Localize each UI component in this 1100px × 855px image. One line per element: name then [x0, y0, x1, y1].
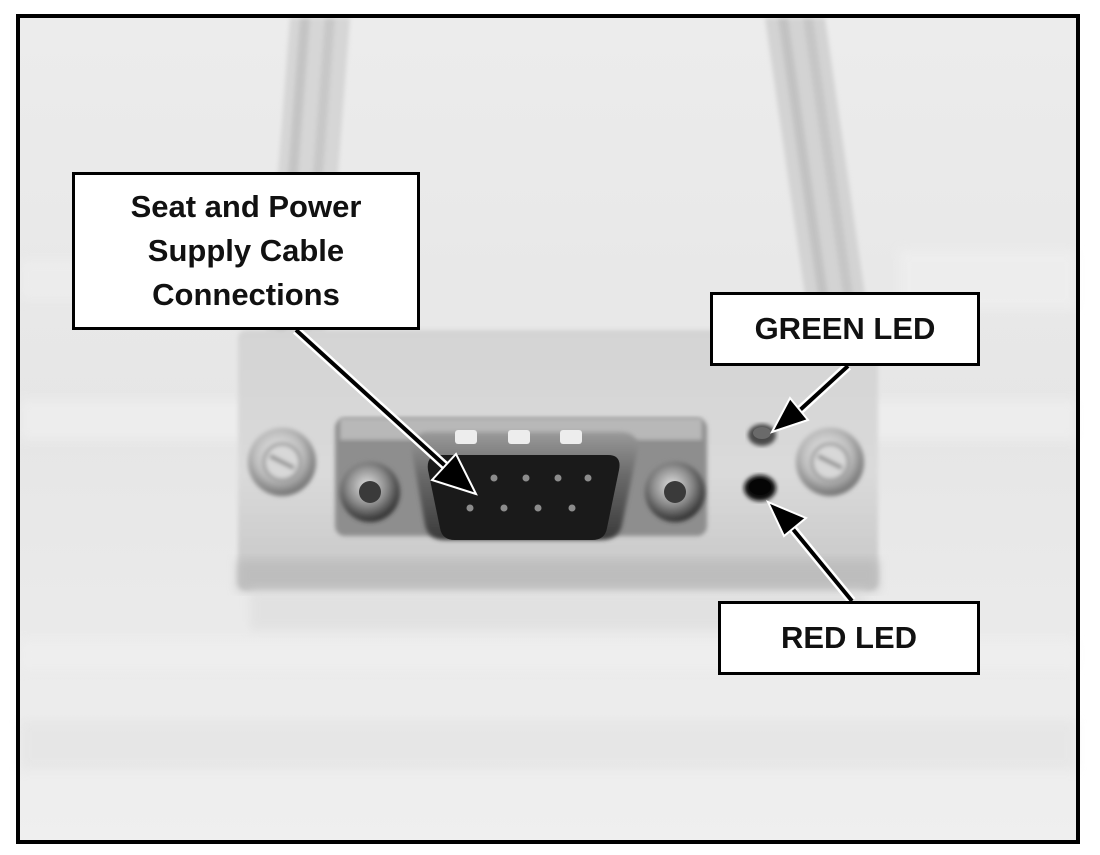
callout-red-led: RED LED [718, 601, 980, 675]
red-led-icon [744, 475, 776, 501]
arrow-green-led-icon [769, 362, 852, 434]
arrow-connections-icon [292, 326, 478, 496]
green-led-icon [748, 424, 776, 446]
callout-green-led: GREEN LED [710, 292, 980, 366]
callout-connections-line-3: Connections [152, 277, 340, 312]
db9-connector [335, 418, 707, 540]
red-led-label: RED LED [780, 620, 918, 655]
callout-cable-connections: Seat and Power Supply Cable Connections [72, 172, 420, 330]
arrow-red-led-icon [765, 500, 856, 604]
callout-connections-line-2: Supply Cable [147, 233, 345, 268]
panel-screw-left-icon [248, 428, 316, 496]
green-led-label: GREEN LED [754, 311, 936, 346]
callout-connections-line-1: Seat and Power [130, 189, 362, 224]
figure-border [16, 14, 1080, 844]
panel-screw-right-icon [796, 428, 864, 496]
